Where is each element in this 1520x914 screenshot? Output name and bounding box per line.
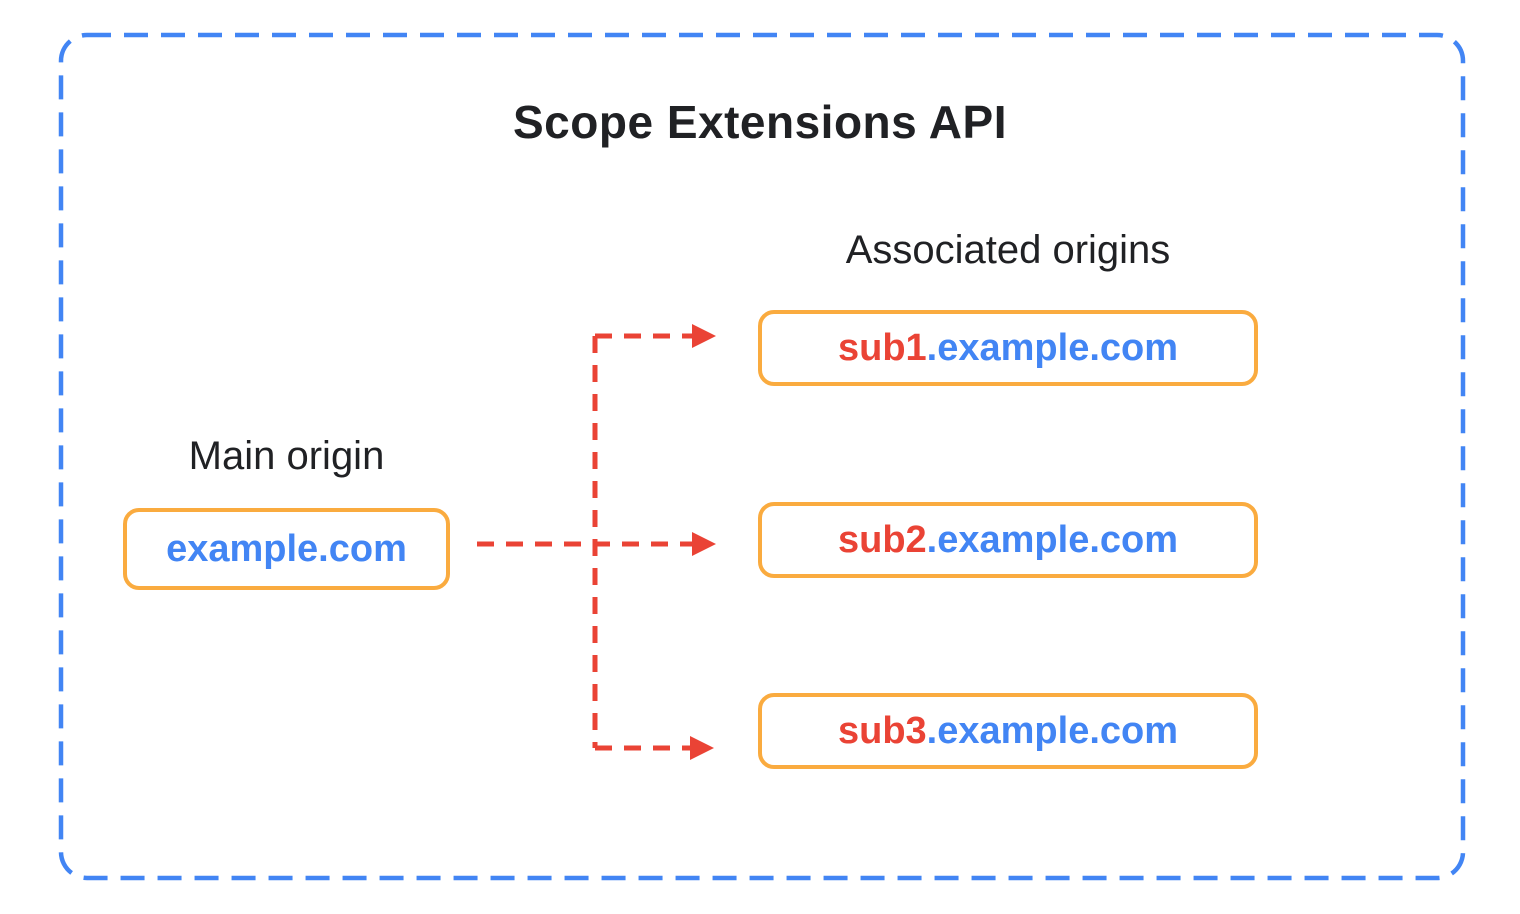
sub2-suffix-text: .example.com [926,518,1179,561]
associated-origin-box-sub3: sub3.example.com [758,693,1258,769]
arrowhead-sub1-icon [692,324,716,348]
associated-origin-box-sub1: sub1.example.com [758,310,1258,386]
sub3-subdomain-text: sub3 [837,709,927,752]
associated-origins-label: Associated origins [845,228,1171,272]
arrowhead-sub3-icon [690,736,714,760]
associated-origin-box-sub2: sub2.example.com [758,502,1258,578]
arrowhead-sub2-icon [692,532,716,556]
main-origin-box: example.com [123,508,450,590]
main-origin-domain: example.com [166,527,407,570]
sub2-subdomain-text: sub2 [837,518,927,561]
diagram-title: Scope Extensions API [513,96,1007,148]
main-origin-label: Main origin [188,434,385,478]
sub3-suffix-text: .example.com [926,709,1179,752]
sub1-suffix-text: .example.com [926,326,1179,369]
sub1-subdomain-text: sub1 [837,326,927,369]
scope-boundary-border [58,32,1466,881]
